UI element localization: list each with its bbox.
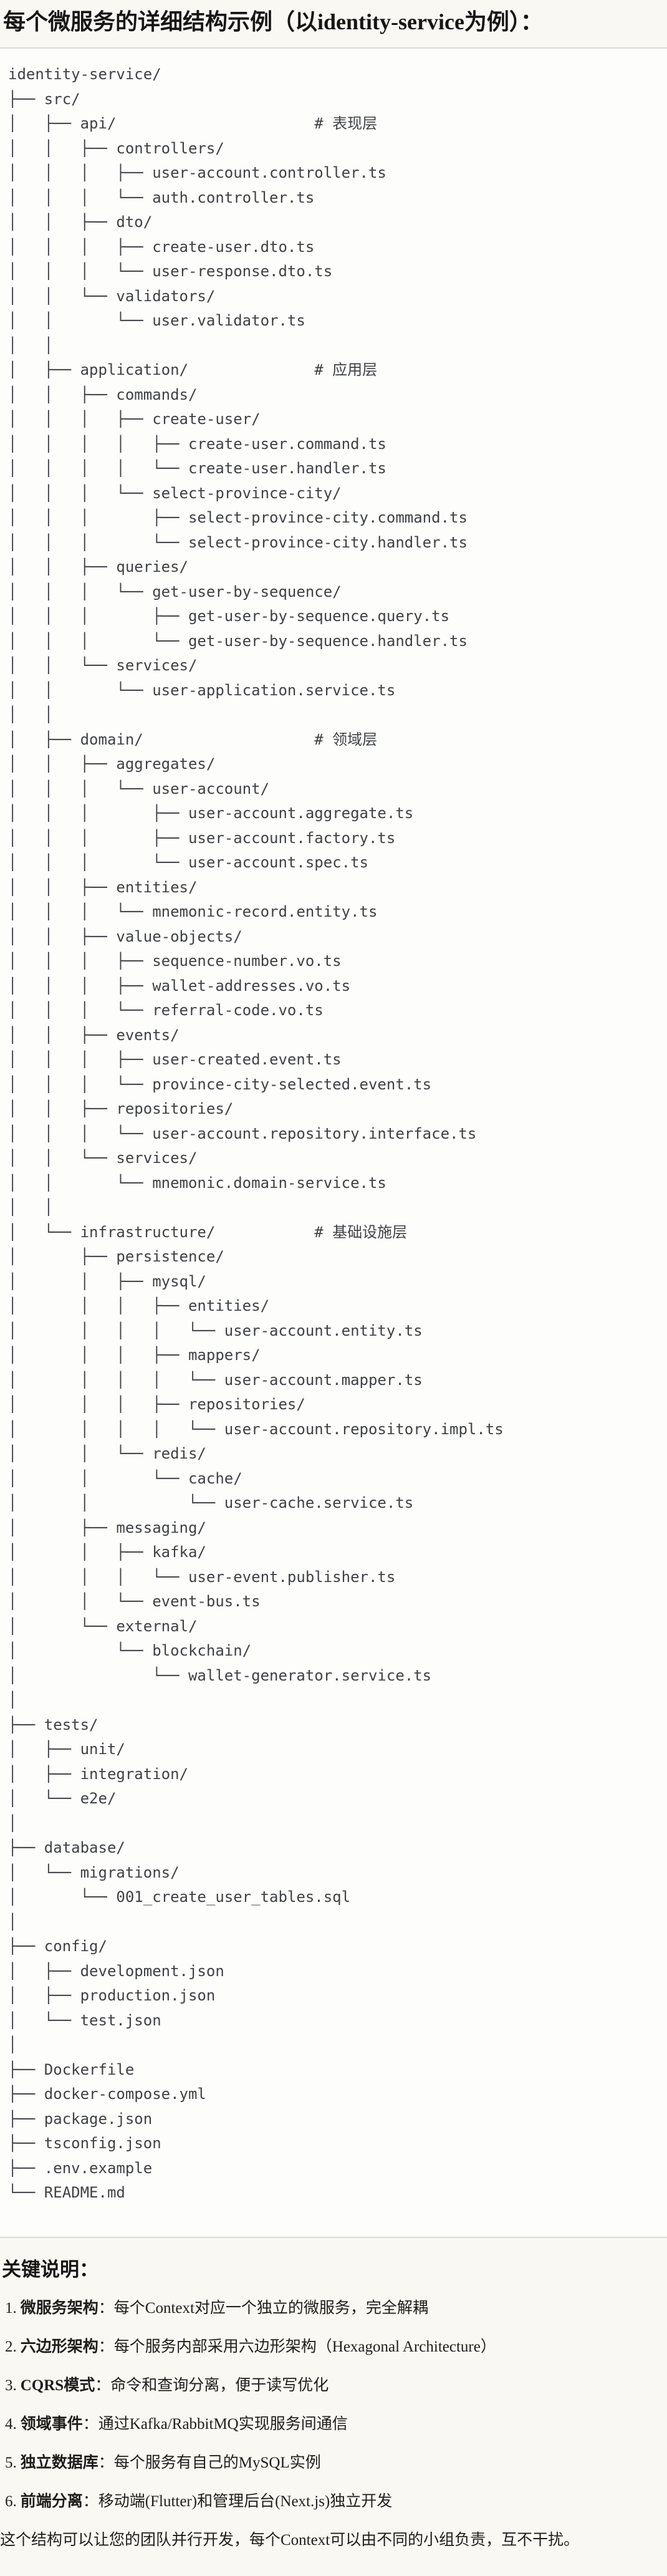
list-item-term: 前端分离 xyxy=(20,2492,83,2510)
list-item: 4.领域事件：通过Kafka/RabbitMQ实现服务间通信 xyxy=(5,2413,667,2436)
list-item: 2.六边形架构：每个服务内部采用六边形架构（Hexagonal Architec… xyxy=(5,2335,667,2358)
key-notes-list: 1.微服务架构：每个Context对应一个独立的微服务，完全解耦 2.六边形架构… xyxy=(0,2297,667,2513)
key-notes-heading: 关键说明： xyxy=(2,2258,98,2280)
list-item-desc: ：每个服务有自己的MySQL实例 xyxy=(98,2454,321,2471)
list-item-desc: ：每个服务内部采用六边形架构（Hexagonal Architecture） xyxy=(98,2338,496,2355)
document-page: 每个微服务的详细结构示例（以identity-service为例）： ident… xyxy=(0,9,667,2568)
list-item: 5.独立数据库：每个服务有自己的MySQL实例 xyxy=(5,2451,667,2474)
list-item: 6.前端分离：移动端(Flutter)和管理后台(Next.js)独立开发 xyxy=(5,2490,667,2513)
file-tree-code-block: identity-service/ ├── src/ │ ├── api/ # … xyxy=(0,47,667,2238)
list-item-desc: ：通过Kafka/RabbitMQ实现服务间通信 xyxy=(82,2415,348,2433)
list-item-number: 4. xyxy=(5,2415,17,2433)
list-item-desc: ：每个Context对应一个独立的微服务，完全解耦 xyxy=(98,2299,428,2317)
list-item: 3.CQRS模式：命令和查询分离，便于读写优化 xyxy=(5,2374,667,2397)
list-item-desc: ：命令和查询分离，便于读写优化 xyxy=(95,2376,329,2394)
page-title: 每个微服务的详细结构示例（以identity-service为例）： xyxy=(3,9,543,34)
list-item-term: 领域事件 xyxy=(20,2415,83,2433)
list-item-number: 5. xyxy=(5,2454,17,2471)
list-item-term: 六边形架构 xyxy=(20,2338,98,2355)
closing-paragraph: 这个结构可以让您的团队并行开发，每个Context可以由不同的小组负责，互不干扰… xyxy=(0,2531,580,2549)
list-item-term: 微服务架构 xyxy=(20,2299,98,2317)
list-item-term: CQRS模式 xyxy=(20,2376,95,2394)
list-item-desc: ：移动端(Flutter)和管理后台(Next.js)独立开发 xyxy=(82,2492,393,2510)
list-item-number: 1. xyxy=(5,2299,17,2317)
list-item-number: 3. xyxy=(5,2376,17,2394)
list-item-term: 独立数据库 xyxy=(20,2454,98,2471)
list-item-number: 2. xyxy=(5,2338,17,2355)
list-item: 1.微服务架构：每个Context对应一个独立的微服务，完全解耦 xyxy=(5,2297,667,2320)
list-item-number: 6. xyxy=(5,2492,17,2510)
